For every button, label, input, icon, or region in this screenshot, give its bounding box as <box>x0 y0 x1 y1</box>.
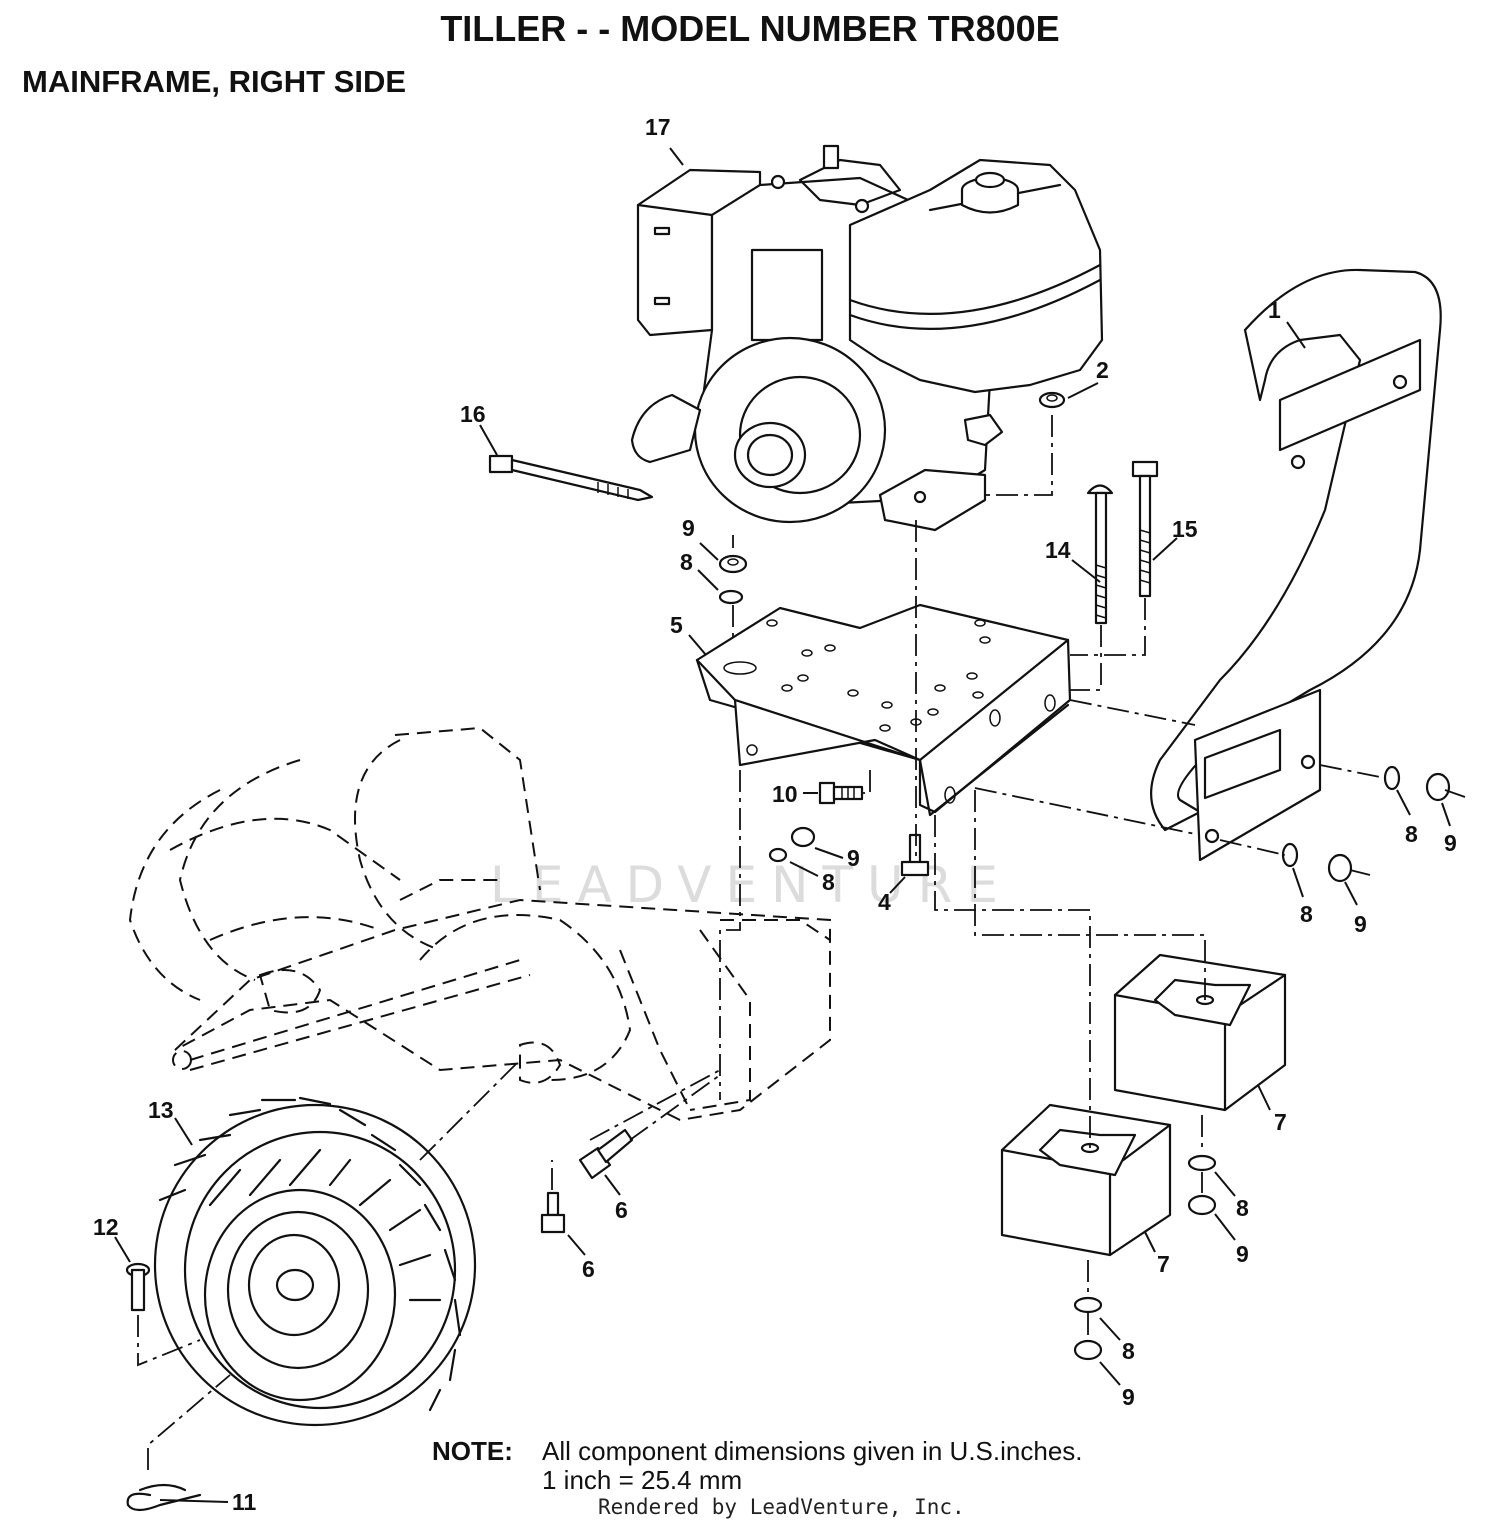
bumper-part-1[interactable] <box>1150 268 1442 862</box>
callout-12: 12 <box>93 1214 119 1240</box>
callout-8d: 8 <box>1300 901 1313 927</box>
pin-part-12[interactable] <box>125 1262 151 1312</box>
tine-assembly-reference <box>128 726 831 1122</box>
wheel-part-13[interactable] <box>153 1096 477 1427</box>
callout-16: 16 <box>460 401 486 427</box>
callout-8e: 8 <box>1236 1195 1249 1221</box>
callout-numbers: 1 2 4 5 6 6 7 7 8 8 8 8 8 8 9 9 9 9 9 9 … <box>93 114 1457 1515</box>
callout-10: 10 <box>772 781 798 807</box>
callout-7a: 7 <box>1274 1109 1287 1135</box>
bolt-part-10[interactable] <box>818 781 864 805</box>
callout-8a: 8 <box>680 549 693 575</box>
callout-1: 1 <box>1268 297 1281 323</box>
page-subtitle: MAINFRAME, RIGHT SIDE <box>22 64 407 99</box>
callout-6a: 6 <box>615 1197 628 1223</box>
bolt-part-6a[interactable] <box>578 1128 634 1180</box>
callout-9c: 9 <box>1444 830 1457 856</box>
callout-9a: 9 <box>682 515 695 541</box>
weight-part-7b[interactable] <box>1000 1103 1172 1257</box>
callout-9f: 9 <box>1122 1384 1135 1410</box>
mainframe-bracket-part-5[interactable] <box>695 603 1072 817</box>
assembly-lines <box>137 415 1466 1470</box>
callout-9e: 9 <box>1236 1241 1249 1267</box>
clip-part-11[interactable] <box>126 1483 202 1512</box>
page-title: TILLER - - MODEL NUMBER TR800E <box>440 8 1060 49</box>
callout-6b: 6 <box>582 1256 595 1282</box>
bolt-part-6b[interactable] <box>540 1191 566 1234</box>
callout-4: 4 <box>878 889 891 915</box>
callout-11: 11 <box>232 1489 257 1515</box>
callout-7b: 7 <box>1157 1251 1170 1277</box>
callout-17: 17 <box>645 114 671 140</box>
callout-8b: 8 <box>822 869 835 895</box>
hardware-nuts-washers[interactable] <box>718 391 1451 1361</box>
dimension-note: NOTE: All component dimensions given in … <box>432 1437 1083 1495</box>
callout-leaders <box>114 147 1451 1503</box>
note-label: NOTE: <box>432 1436 513 1466</box>
rendered-by-footer: Rendered by LeadVenture, Inc. <box>598 1495 965 1519</box>
callout-2: 2 <box>1096 357 1109 383</box>
watermark: LEADVENTURE <box>490 856 1012 914</box>
note-line-2: 1 inch = 25.4 mm <box>542 1465 743 1495</box>
callout-8f: 8 <box>1122 1338 1135 1364</box>
weight-part-7a[interactable] <box>1113 953 1287 1112</box>
cable-tie-part-16[interactable] <box>488 454 654 502</box>
callout-8c: 8 <box>1405 821 1418 847</box>
callout-9b: 9 <box>847 845 860 871</box>
callout-14: 14 <box>1045 537 1071 563</box>
callout-5: 5 <box>670 612 683 638</box>
callout-15: 15 <box>1172 516 1198 542</box>
bolt-part-4[interactable] <box>900 833 930 877</box>
callout-13: 13 <box>148 1097 174 1123</box>
bolt-part-15[interactable] <box>1131 460 1159 598</box>
engine-part-17[interactable] <box>630 144 1104 532</box>
bolt-part-14[interactable] <box>1086 484 1114 625</box>
note-line-1: All component dimensions given in U.S.in… <box>542 1436 1083 1466</box>
callout-9d: 9 <box>1354 911 1367 937</box>
